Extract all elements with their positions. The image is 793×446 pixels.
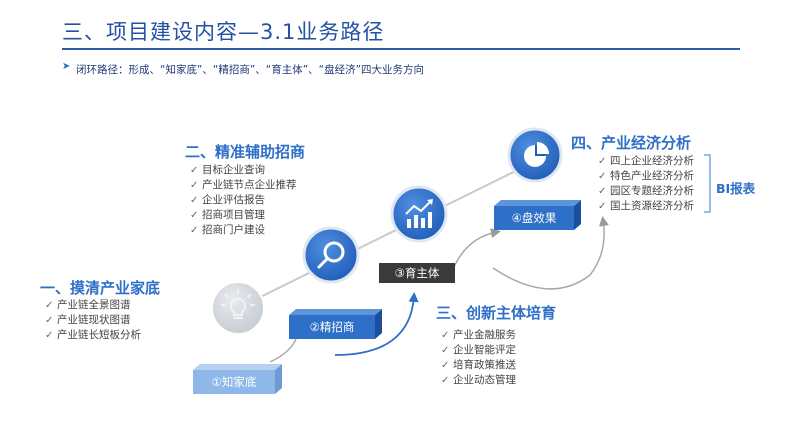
diagonal-connector xyxy=(237,154,549,309)
list-item: ✓产业链全景图谱 xyxy=(45,299,131,311)
pie-chart-icon xyxy=(524,142,549,167)
arrow-step2-to-step3 xyxy=(334,292,419,356)
list-item: ✓园区专题经济分析 xyxy=(598,185,694,197)
page-title: 三、项目建设内容—3.1业务路径 xyxy=(62,20,385,44)
step1-label: ①知家底 xyxy=(211,375,257,389)
list-item: ✓特色产业经济分析 xyxy=(598,170,694,182)
chevron-right-icon: ➤ xyxy=(62,61,71,72)
list-item: ✓目标企业查询 xyxy=(190,164,265,176)
check-icon: ✓ xyxy=(190,210,199,221)
group2-title: 二、精准辅助招商 xyxy=(185,143,306,161)
check-icon: ✓ xyxy=(441,360,450,371)
group2-list: ✓目标企业查询 ✓产业链节点企业推荐 ✓企业评估报告 ✓招商项目管理 ✓招商门户… xyxy=(190,163,297,238)
node-know-base xyxy=(211,281,265,335)
group3-list: ✓产业金融服务 ✓企业智能评定 ✓培育政策推送 ✓企业动态管理 xyxy=(441,328,516,388)
step3-box xyxy=(379,263,455,283)
check-icon: ✓ xyxy=(45,330,54,341)
node-investment xyxy=(302,226,360,284)
check-icon: ✓ xyxy=(45,300,54,311)
group3-title: 三、创新主体培育 xyxy=(436,304,557,322)
bi-bracket xyxy=(704,154,711,213)
group1-list: ✓产业链全景图谱 ✓产业链现状图谱 ✓产业链长短板分析 xyxy=(45,298,141,343)
list-item: ✓培育政策推送 xyxy=(441,359,516,371)
list-item: ✓国土资源经济分析 xyxy=(598,200,694,212)
check-icon: ✓ xyxy=(598,171,607,182)
list-item: ✓产业链长短板分析 xyxy=(45,329,141,341)
chart-trend-icon xyxy=(405,199,433,228)
check-icon: ✓ xyxy=(598,156,607,167)
check-icon: ✓ xyxy=(190,180,199,191)
step4-box xyxy=(494,200,581,230)
arrow-step4-to-analysis xyxy=(492,216,609,290)
group4-list: ✓四上企业经济分析 ✓特色产业经济分析 ✓园区专题经济分析 ✓国土资源经济分析 xyxy=(598,154,694,214)
title-underline xyxy=(62,48,740,50)
arrow-step3-to-step4 xyxy=(451,228,501,273)
check-icon: ✓ xyxy=(190,225,199,236)
lightbulb-icon xyxy=(221,289,255,319)
step3-label: ③育主体 xyxy=(394,266,440,280)
list-item: ✓企业动态管理 xyxy=(441,374,516,386)
check-icon: ✓ xyxy=(441,375,450,386)
group1-title: 一、摸清产业家底 xyxy=(40,279,161,297)
check-icon: ✓ xyxy=(441,330,450,341)
list-item: ✓企业智能评定 xyxy=(441,344,516,356)
list-item: ✓产业链节点企业推荐 xyxy=(190,179,297,191)
check-icon: ✓ xyxy=(441,345,450,356)
search-icon xyxy=(317,241,345,269)
check-icon: ✓ xyxy=(598,186,607,197)
node-economy xyxy=(507,127,563,183)
step2-box xyxy=(289,309,382,339)
check-icon: ✓ xyxy=(190,195,199,206)
check-icon: ✓ xyxy=(598,201,607,212)
step2-label: ②精招商 xyxy=(309,320,355,334)
check-icon: ✓ xyxy=(45,315,54,326)
list-item: ✓招商门户建设 xyxy=(190,224,265,236)
list-item: ✓产业金融服务 xyxy=(441,329,516,341)
node-cultivate xyxy=(390,185,448,243)
group4-title: 四、产业经济分析 xyxy=(571,134,692,152)
check-icon: ✓ xyxy=(190,165,199,176)
bi-report-label: BI报表 xyxy=(716,181,756,196)
list-item: ✓四上企业经济分析 xyxy=(598,155,694,167)
step1-box xyxy=(193,364,282,394)
list-item: ✓企业评估报告 xyxy=(190,194,265,206)
list-item: ✓招商项目管理 xyxy=(190,209,265,221)
list-item: ✓产业链现状图谱 xyxy=(45,314,131,326)
page-subtitle: 闭环路径：形成、“知家底”、“精招商”、“育主体”、“盘经济”四大业务方向 xyxy=(76,64,425,76)
step4-label: ④盘效果 xyxy=(511,211,557,225)
